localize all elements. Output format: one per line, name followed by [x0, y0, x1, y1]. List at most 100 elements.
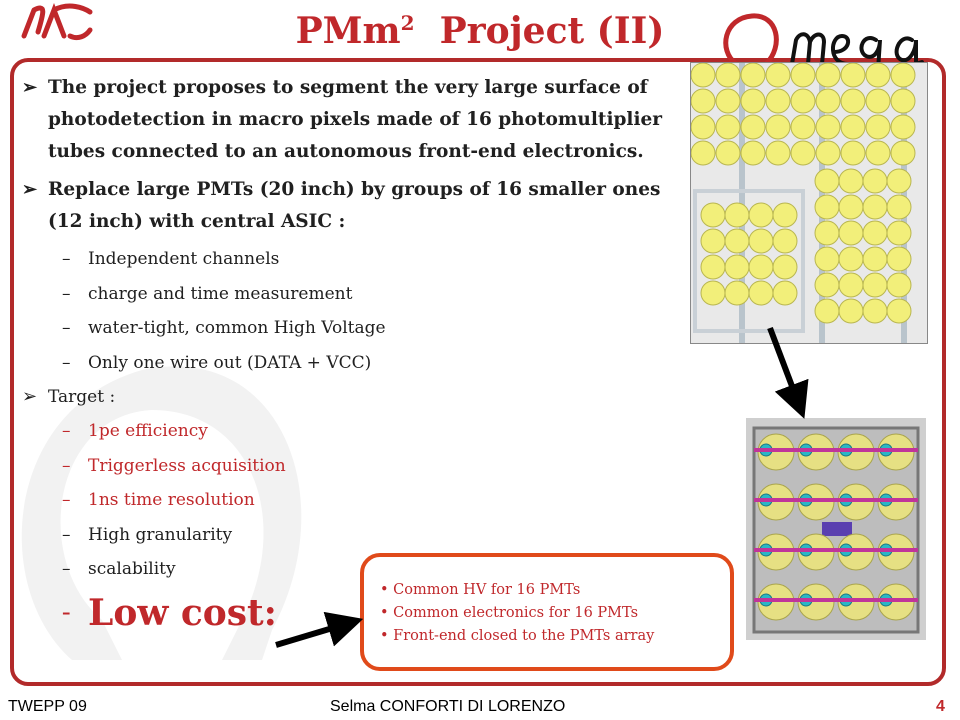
- pmt-sphere: [790, 63, 816, 88]
- pmt-sphere: [740, 140, 766, 166]
- pmt-array-image: [690, 62, 928, 344]
- list-item: –Independent channels: [62, 249, 280, 269]
- pmt-sphere: [886, 246, 912, 272]
- pmt-sphere: [772, 280, 798, 306]
- list-item: –High granularity: [62, 524, 233, 545]
- omega-watermark-icon: [21, 366, 302, 660]
- pmt-sphere: [886, 272, 912, 298]
- pmt-sphere: [886, 220, 912, 246]
- cable-line: [754, 448, 918, 452]
- pmt-sphere: [838, 272, 864, 298]
- pmt-sphere: [691, 114, 716, 140]
- pmt-sphere: [740, 63, 766, 88]
- pmt-sphere: [865, 114, 891, 140]
- pmt-sphere: [814, 298, 840, 324]
- pmt-sphere: [765, 140, 791, 166]
- pmt-sphere: [740, 114, 766, 140]
- page-number: 4: [936, 698, 945, 715]
- lal-logo-icon: [21, 3, 93, 41]
- pmt-sphere: [815, 88, 841, 114]
- pmt-sphere: [691, 88, 716, 114]
- cable-line: [754, 548, 918, 552]
- page-title: PMm2 Project (II): [295, 10, 665, 52]
- pmt-sphere: [865, 88, 891, 114]
- pmt-sphere: [765, 88, 791, 114]
- pmt-sphere: [838, 298, 864, 324]
- pmt-sphere: [700, 202, 726, 228]
- pmt-sphere: [772, 202, 798, 228]
- arrow-bullet-icon: ➢: [22, 179, 38, 200]
- pmt-sphere: [724, 202, 750, 228]
- pmt-sphere: [886, 168, 912, 194]
- pmt-sphere: [840, 88, 866, 114]
- pmt-sphere: [715, 88, 741, 114]
- pmt-sphere: [840, 114, 866, 140]
- list-item: –charge and time measurement: [62, 283, 353, 304]
- pmt-sphere: [862, 194, 888, 220]
- pmt-sphere: [772, 228, 798, 254]
- list-item: –water-tight, common High Voltage: [62, 318, 386, 338]
- pmt-sphere: [890, 140, 916, 166]
- pmt-sphere: [724, 228, 750, 254]
- pmt-sphere: [700, 280, 726, 306]
- pmt-sphere: [765, 114, 791, 140]
- pmt-sphere: [748, 254, 774, 280]
- list-item: –1pe efficiency: [62, 421, 208, 441]
- pmt-sphere: [815, 63, 841, 88]
- pmt-sphere: [862, 298, 888, 324]
- pmt-sphere: [862, 246, 888, 272]
- list-item: –scalability: [62, 559, 176, 579]
- pmt-sphere: [838, 246, 864, 272]
- pmt-sphere: [815, 140, 841, 166]
- pmt-sphere: [865, 63, 891, 88]
- pmt-sphere: [715, 114, 741, 140]
- pmt-sphere: [862, 168, 888, 194]
- pmt-sphere: [886, 298, 912, 324]
- pmt-sphere: [865, 140, 891, 166]
- list-item: –Only one wire out (DATA + VCC): [62, 352, 372, 373]
- pmt-sphere: [862, 272, 888, 298]
- pmt-sphere: [840, 140, 866, 166]
- pmt-sphere: [862, 220, 888, 246]
- pmt-sphere: [814, 168, 840, 194]
- pmt-sphere: [748, 202, 774, 228]
- list-item: –1ns time resolution: [62, 490, 255, 510]
- pmt-sphere: [691, 140, 716, 166]
- pmt-sphere: [814, 272, 840, 298]
- callout-item: • Common HV for 16 PMTs: [380, 582, 581, 598]
- pmt-sphere: [890, 63, 916, 88]
- pmt-macro-pixel-image: [746, 418, 926, 640]
- pmt-sphere: [790, 140, 816, 166]
- list-replace-details: –Independent channels –charge and time m…: [22, 242, 672, 380]
- bullet-replace-pmts: ➢ Replace large PMTs (20 inch) by groups…: [22, 174, 672, 238]
- callout-box: • Common HV for 16 PMTs • Common electro…: [360, 553, 734, 671]
- list-target-details: –1pe efficiency –Triggerless acquisition…: [22, 414, 672, 639]
- arrow-bullet-icon: ➢: [22, 386, 38, 407]
- pmt-sphere: [700, 254, 726, 280]
- pmt-sphere: [772, 254, 798, 280]
- pmt-sphere: [814, 246, 840, 272]
- pmt-sphere: [724, 280, 750, 306]
- pmt-sphere: [691, 63, 716, 88]
- pmt-sphere: [840, 63, 866, 88]
- pmt-sphere: [724, 254, 750, 280]
- pmt-sphere: [815, 114, 841, 140]
- pmt-sphere: [765, 63, 791, 88]
- pmt-sphere: [838, 220, 864, 246]
- callout-item: • Front-end closed to the PMTs array: [380, 628, 655, 644]
- pmt-sphere: [814, 220, 840, 246]
- pmt-sphere: [748, 228, 774, 254]
- pmt-sphere: [790, 114, 816, 140]
- pmt-sphere: [790, 88, 816, 114]
- footer-event: TWEPP 09: [8, 698, 87, 715]
- pmt-sphere: [886, 194, 912, 220]
- cable-line: [754, 598, 918, 602]
- cable-line: [754, 498, 918, 502]
- pmt-sphere: [838, 194, 864, 220]
- pmt-sphere: [890, 114, 916, 140]
- pmt-sphere: [715, 63, 741, 88]
- low-cost-label: –Low cost:: [62, 591, 277, 634]
- slide-content: ➢ The project proposes to segment the ve…: [22, 72, 672, 639]
- slide-frame: [10, 58, 946, 686]
- pmt-sphere: [890, 88, 916, 114]
